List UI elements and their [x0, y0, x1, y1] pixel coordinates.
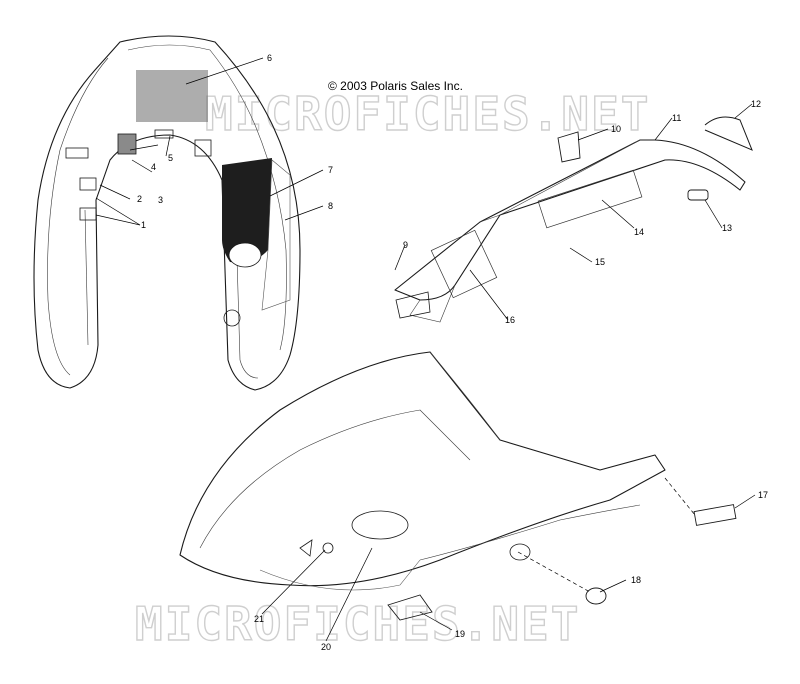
callout-14: 14: [634, 227, 644, 237]
plate-19: [387, 594, 433, 621]
callout-8: 8: [328, 201, 333, 211]
callout-16: 16: [505, 315, 515, 325]
callout-7: 7: [328, 165, 333, 175]
callout-labels: 1 2 3 4 5 6 7 8 9 10 11 12 13 14 15 16 1…: [137, 53, 768, 652]
callout-9: 9: [403, 240, 408, 250]
hood-assembly: [179, 351, 737, 621]
callout-20: 20: [321, 642, 331, 652]
callout-19: 19: [455, 629, 465, 639]
cable-12: [704, 116, 753, 151]
clip-10: [557, 131, 581, 163]
dark-panel: [222, 158, 272, 263]
callout-12: 12: [751, 99, 761, 109]
callout-17: 17: [758, 490, 768, 500]
plug-13: [687, 189, 709, 201]
callout-18: 18: [631, 575, 641, 585]
hood-liner-assembly: [33, 35, 301, 391]
callout-5: 5: [168, 153, 173, 163]
plug-18: [585, 587, 607, 605]
callout-2: 2: [137, 194, 142, 204]
watermark-bottom: MICROFICHES.NET: [135, 597, 580, 651]
callout-6: 6: [267, 53, 272, 63]
callout-15: 15: [595, 257, 605, 267]
callout-11: 11: [672, 113, 681, 123]
callout-4: 4: [151, 162, 156, 172]
leader-lines: [95, 57, 756, 642]
copyright-notice: © 2003 Polaris Sales Inc.: [328, 79, 463, 93]
callout-10: 10: [611, 124, 621, 134]
pad-17: [693, 504, 737, 526]
callout-3: 3: [158, 195, 163, 205]
decal-large: [430, 229, 498, 299]
console-assembly: [394, 116, 753, 323]
insulation-pad: [136, 70, 208, 122]
watermark-top: MICROFICHES.NET: [205, 87, 650, 141]
callout-13: 13: [722, 223, 732, 233]
callout-21: 21: [254, 614, 264, 624]
decal-strip: [537, 169, 643, 229]
callout-1: 1: [141, 220, 146, 230]
